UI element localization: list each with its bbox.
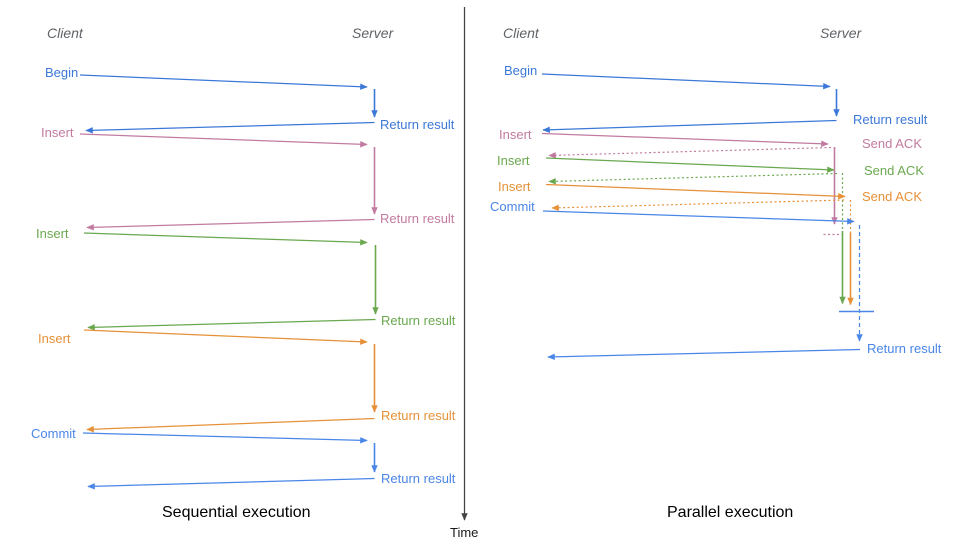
par-insert2-request-line bbox=[545, 157, 835, 173]
seq-return4-label: Return result bbox=[381, 408, 456, 423]
par-insert2-ack-line bbox=[548, 172, 838, 185]
par-begin-label: Begin bbox=[504, 63, 538, 78]
seq-begin-request-line bbox=[79, 74, 368, 90]
par-return-commit-label: Return result bbox=[867, 341, 942, 356]
seq-insert3-request-line bbox=[83, 329, 368, 345]
seq-server-header: Server bbox=[352, 25, 394, 41]
seq-insert2-label: Insert bbox=[36, 226, 69, 241]
seq-insert3-label: Insert bbox=[38, 331, 71, 346]
seq-insert3-return-line bbox=[86, 417, 375, 433]
seq-insert1-return-line bbox=[86, 218, 375, 231]
par-commit-return-line bbox=[547, 348, 861, 361]
seq-insert1-request-line bbox=[79, 133, 368, 148]
seq-insert2-return-line bbox=[87, 318, 376, 331]
par-insert3-request-line bbox=[545, 183, 846, 200]
par-ack1-label: Send ACK bbox=[862, 136, 922, 151]
par-insert1-ack-line bbox=[548, 146, 832, 159]
parallel-title: Parallel execution bbox=[667, 504, 794, 521]
seq-return1-label: Return result bbox=[380, 117, 455, 132]
seq-commit-request-line bbox=[82, 432, 368, 444]
seq-insert2-request-line bbox=[83, 232, 368, 246]
par-server-header: Server bbox=[820, 25, 862, 41]
par-return-begin-label: Return result bbox=[853, 112, 928, 127]
seq-return5-label: Return result bbox=[381, 471, 456, 486]
seq-return3-label: Return result bbox=[381, 313, 456, 328]
time-axis-label: Time bbox=[450, 525, 479, 540]
seq-return2-label: Return result bbox=[380, 211, 455, 226]
par-begin-return-line bbox=[542, 119, 837, 133]
par-insert1-label: Insert bbox=[499, 127, 532, 142]
par-insert3-ack-line bbox=[551, 199, 845, 212]
seq-client-header: Client bbox=[47, 25, 83, 41]
par-commit-label: Commit bbox=[490, 199, 535, 214]
seq-insert1-label: Insert bbox=[41, 125, 74, 140]
seq-commit-label: Commit bbox=[31, 426, 76, 441]
seq-begin-return-line bbox=[85, 121, 375, 134]
seq-commit-return-line bbox=[87, 477, 375, 490]
seq-begin-label: Begin bbox=[45, 65, 79, 80]
par-insert2-label: Insert bbox=[497, 153, 530, 168]
par-commit-request-line bbox=[542, 210, 855, 225]
par-insert3-label: Insert bbox=[498, 179, 531, 194]
par-insert1-request-line bbox=[541, 132, 829, 147]
par-begin-request-line bbox=[541, 73, 831, 90]
par-ack3-label: Send ACK bbox=[862, 189, 922, 204]
sequential-title: Sequential execution bbox=[162, 504, 311, 521]
par-ack2-label: Send ACK bbox=[864, 163, 924, 178]
par-client-header: Client bbox=[503, 25, 539, 41]
